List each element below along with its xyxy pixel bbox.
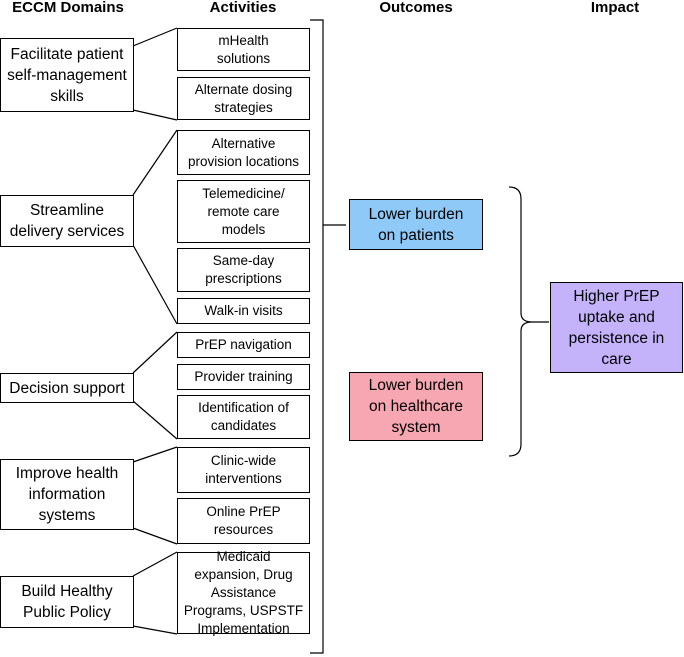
outcome-box-healthcare-system: Lower burden on healthcare system [349, 372, 483, 441]
header-impact: Impact [590, 0, 640, 16]
activity-box-walk-in: Walk-in visits [177, 298, 310, 324]
activity-box-provider-training: Provider training [177, 364, 310, 390]
activity-box-alternate-dosing: Alternate dosing strategies [177, 77, 310, 120]
header-eccm-domains: ECCM Domains [12, 0, 124, 16]
domain-box-self-management: Facilitate patient self-management skill… [0, 38, 134, 112]
activity-box-online-resources: Online PrEP resources [177, 498, 310, 544]
domain-box-decision-support: Decision support [0, 373, 134, 403]
activity-box-clinic-wide: Clinic-wide interventions [177, 447, 310, 493]
outcomes-brace [508, 186, 533, 457]
connector-line [132, 400, 178, 440]
impact-box: Higher PrEP uptake and persistence in ca… [550, 282, 683, 373]
connector-line [132, 244, 178, 325]
header-outcomes: Outcomes [379, 0, 453, 16]
connector-line [132, 129, 178, 196]
domain-box-public-policy: Build Healthy Public Policy [0, 576, 134, 628]
activity-box-prep-navigation: PrEP navigation [177, 332, 310, 358]
activity-box-provision-locations: Alternative provision locations [177, 130, 310, 175]
connector-line [132, 446, 178, 463]
activity-box-medicaid: Medicaid expansion, Drug Assistance Prog… [177, 549, 310, 636]
connector-line [132, 625, 178, 635]
connector-line [132, 109, 178, 121]
domain-box-delivery-services: Streamline delivery services [0, 195, 134, 247]
outcome-box-patients: Lower burden on patients [349, 199, 483, 250]
activities-brace [310, 19, 324, 654]
activity-box-mhealth: mHealth solutions [177, 28, 310, 71]
connector-line [132, 527, 178, 545]
header-activities: Activities [209, 0, 277, 16]
connector-line [132, 551, 178, 577]
connector-line [132, 331, 178, 374]
activity-box-same-day: Same-day prescriptions [177, 248, 310, 292]
activity-box-telemedicine: Telemedicine/ remote care models [177, 180, 310, 243]
connector-line [132, 27, 178, 47]
activity-box-identification: Identification of candidates [177, 395, 310, 439]
domain-box-health-information: Improve health information systems [0, 459, 134, 530]
